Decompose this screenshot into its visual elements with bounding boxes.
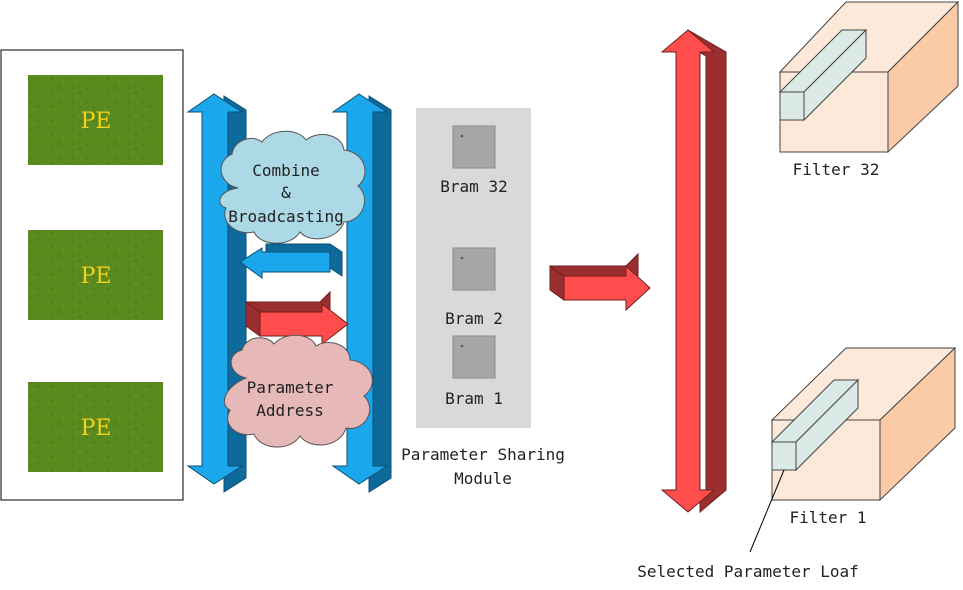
- bram-block: Bram 2: [445, 247, 503, 328]
- cloud-line: Address: [256, 401, 323, 420]
- blue-horizontal-arrow: [239, 243, 343, 279]
- bram-block: Bram 32: [440, 125, 508, 196]
- pe-block: PE: [28, 75, 163, 165]
- pe-block: PE: [28, 382, 163, 472]
- filter-cube-32: [778, 0, 960, 154]
- bram-block: Bram 1: [445, 335, 503, 408]
- bram-label: Bram 32: [440, 177, 507, 196]
- cloud-line: Broadcasting: [228, 207, 344, 226]
- cloud-line: &: [281, 183, 291, 202]
- red-vertical-bus-arrow: [660, 29, 727, 514]
- filter-label: Filter 32: [793, 160, 880, 179]
- pe-block: PE: [28, 230, 163, 320]
- cloud-line: Combine: [252, 161, 319, 180]
- pe-label: PE: [81, 109, 112, 134]
- filter-label: Filter 1: [789, 508, 866, 527]
- module-label: Parameter Sharing: [401, 445, 565, 464]
- blue-vertical-arrow-right: [331, 93, 392, 493]
- cloud-line: Parameter: [247, 378, 334, 397]
- pe-label: PE: [81, 264, 112, 289]
- selected-pointer-line: [749, 469, 785, 553]
- bram-label: Bram 2: [445, 309, 503, 328]
- module-label: Module: [454, 469, 512, 488]
- red-horizontal-arrow: [245, 290, 349, 346]
- bram-label: Bram 1: [445, 389, 503, 408]
- red-output-arrow: [549, 252, 651, 312]
- selected-parameter-label: Selected Parameter Loaf: [637, 562, 859, 581]
- cloud-combine-broadcasting: Combine & Broadcasting: [219, 130, 366, 244]
- pe-label: PE: [81, 416, 112, 441]
- filter-cube-1: [770, 346, 957, 502]
- cloud-parameter-address: Parameter Address: [224, 334, 373, 448]
